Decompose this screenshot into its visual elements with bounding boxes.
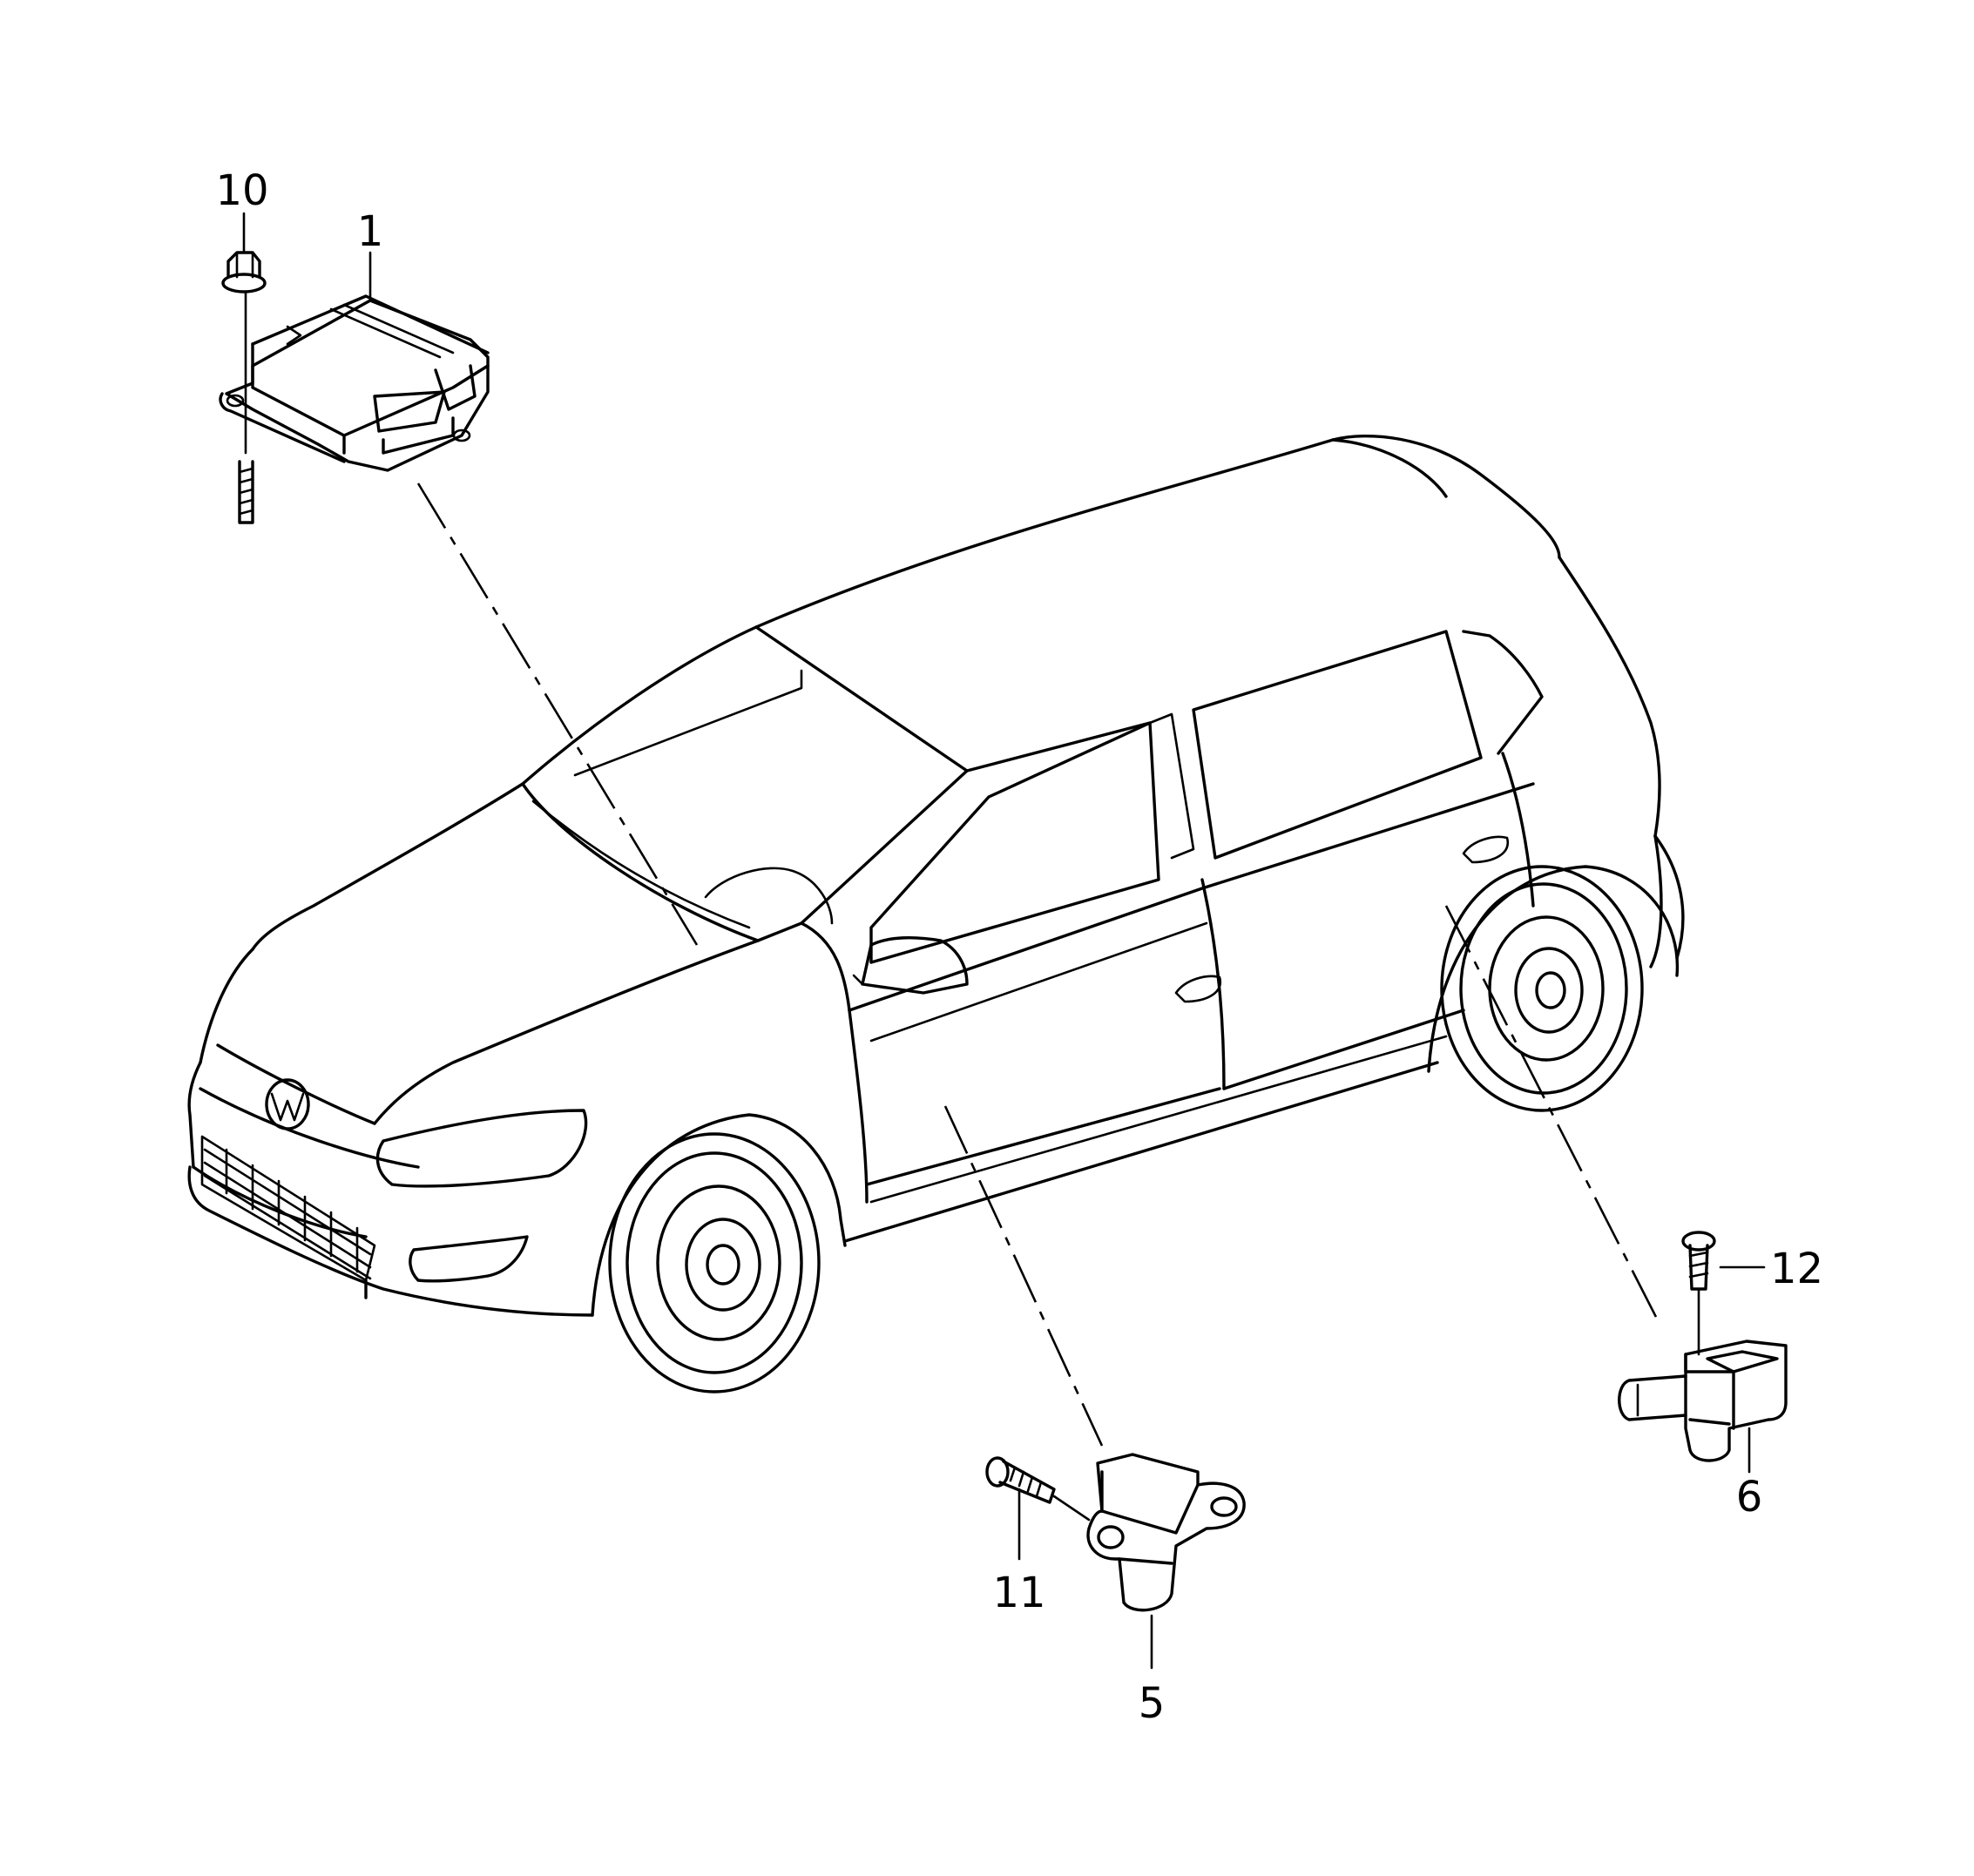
rear-wheel xyxy=(1427,865,1680,1112)
callout-6: 6 xyxy=(1736,1473,1763,1522)
callout-1: 1 xyxy=(357,207,384,256)
stud-bolt xyxy=(238,290,254,524)
callout-10: 10 xyxy=(215,166,268,215)
leader-6 xyxy=(1444,905,1661,1325)
front-grille xyxy=(200,1135,376,1282)
screw-12 xyxy=(1681,1231,1716,1356)
front-wheel xyxy=(591,1113,847,1394)
car-outline xyxy=(187,434,1685,1317)
crash-sensor-6 xyxy=(1618,1340,1788,1462)
screw-11 xyxy=(985,1456,1091,1522)
fog-light xyxy=(409,1235,529,1283)
crash-sensor-5 xyxy=(1086,1453,1246,1612)
rear-door-handle xyxy=(1462,835,1510,864)
callout-12: 12 xyxy=(1770,1245,1823,1293)
front-door-handle xyxy=(1174,975,1222,1003)
nut-10 xyxy=(221,251,267,294)
brand-logo xyxy=(265,1078,310,1130)
side-mirror xyxy=(861,936,969,995)
headlight xyxy=(375,1109,588,1188)
airbag-control-unit xyxy=(219,294,490,472)
callout-11: 11 xyxy=(992,1569,1045,1617)
callout-5: 5 xyxy=(1139,1679,1166,1728)
leader-1 xyxy=(416,482,699,946)
leader-5 xyxy=(943,1105,1104,1447)
